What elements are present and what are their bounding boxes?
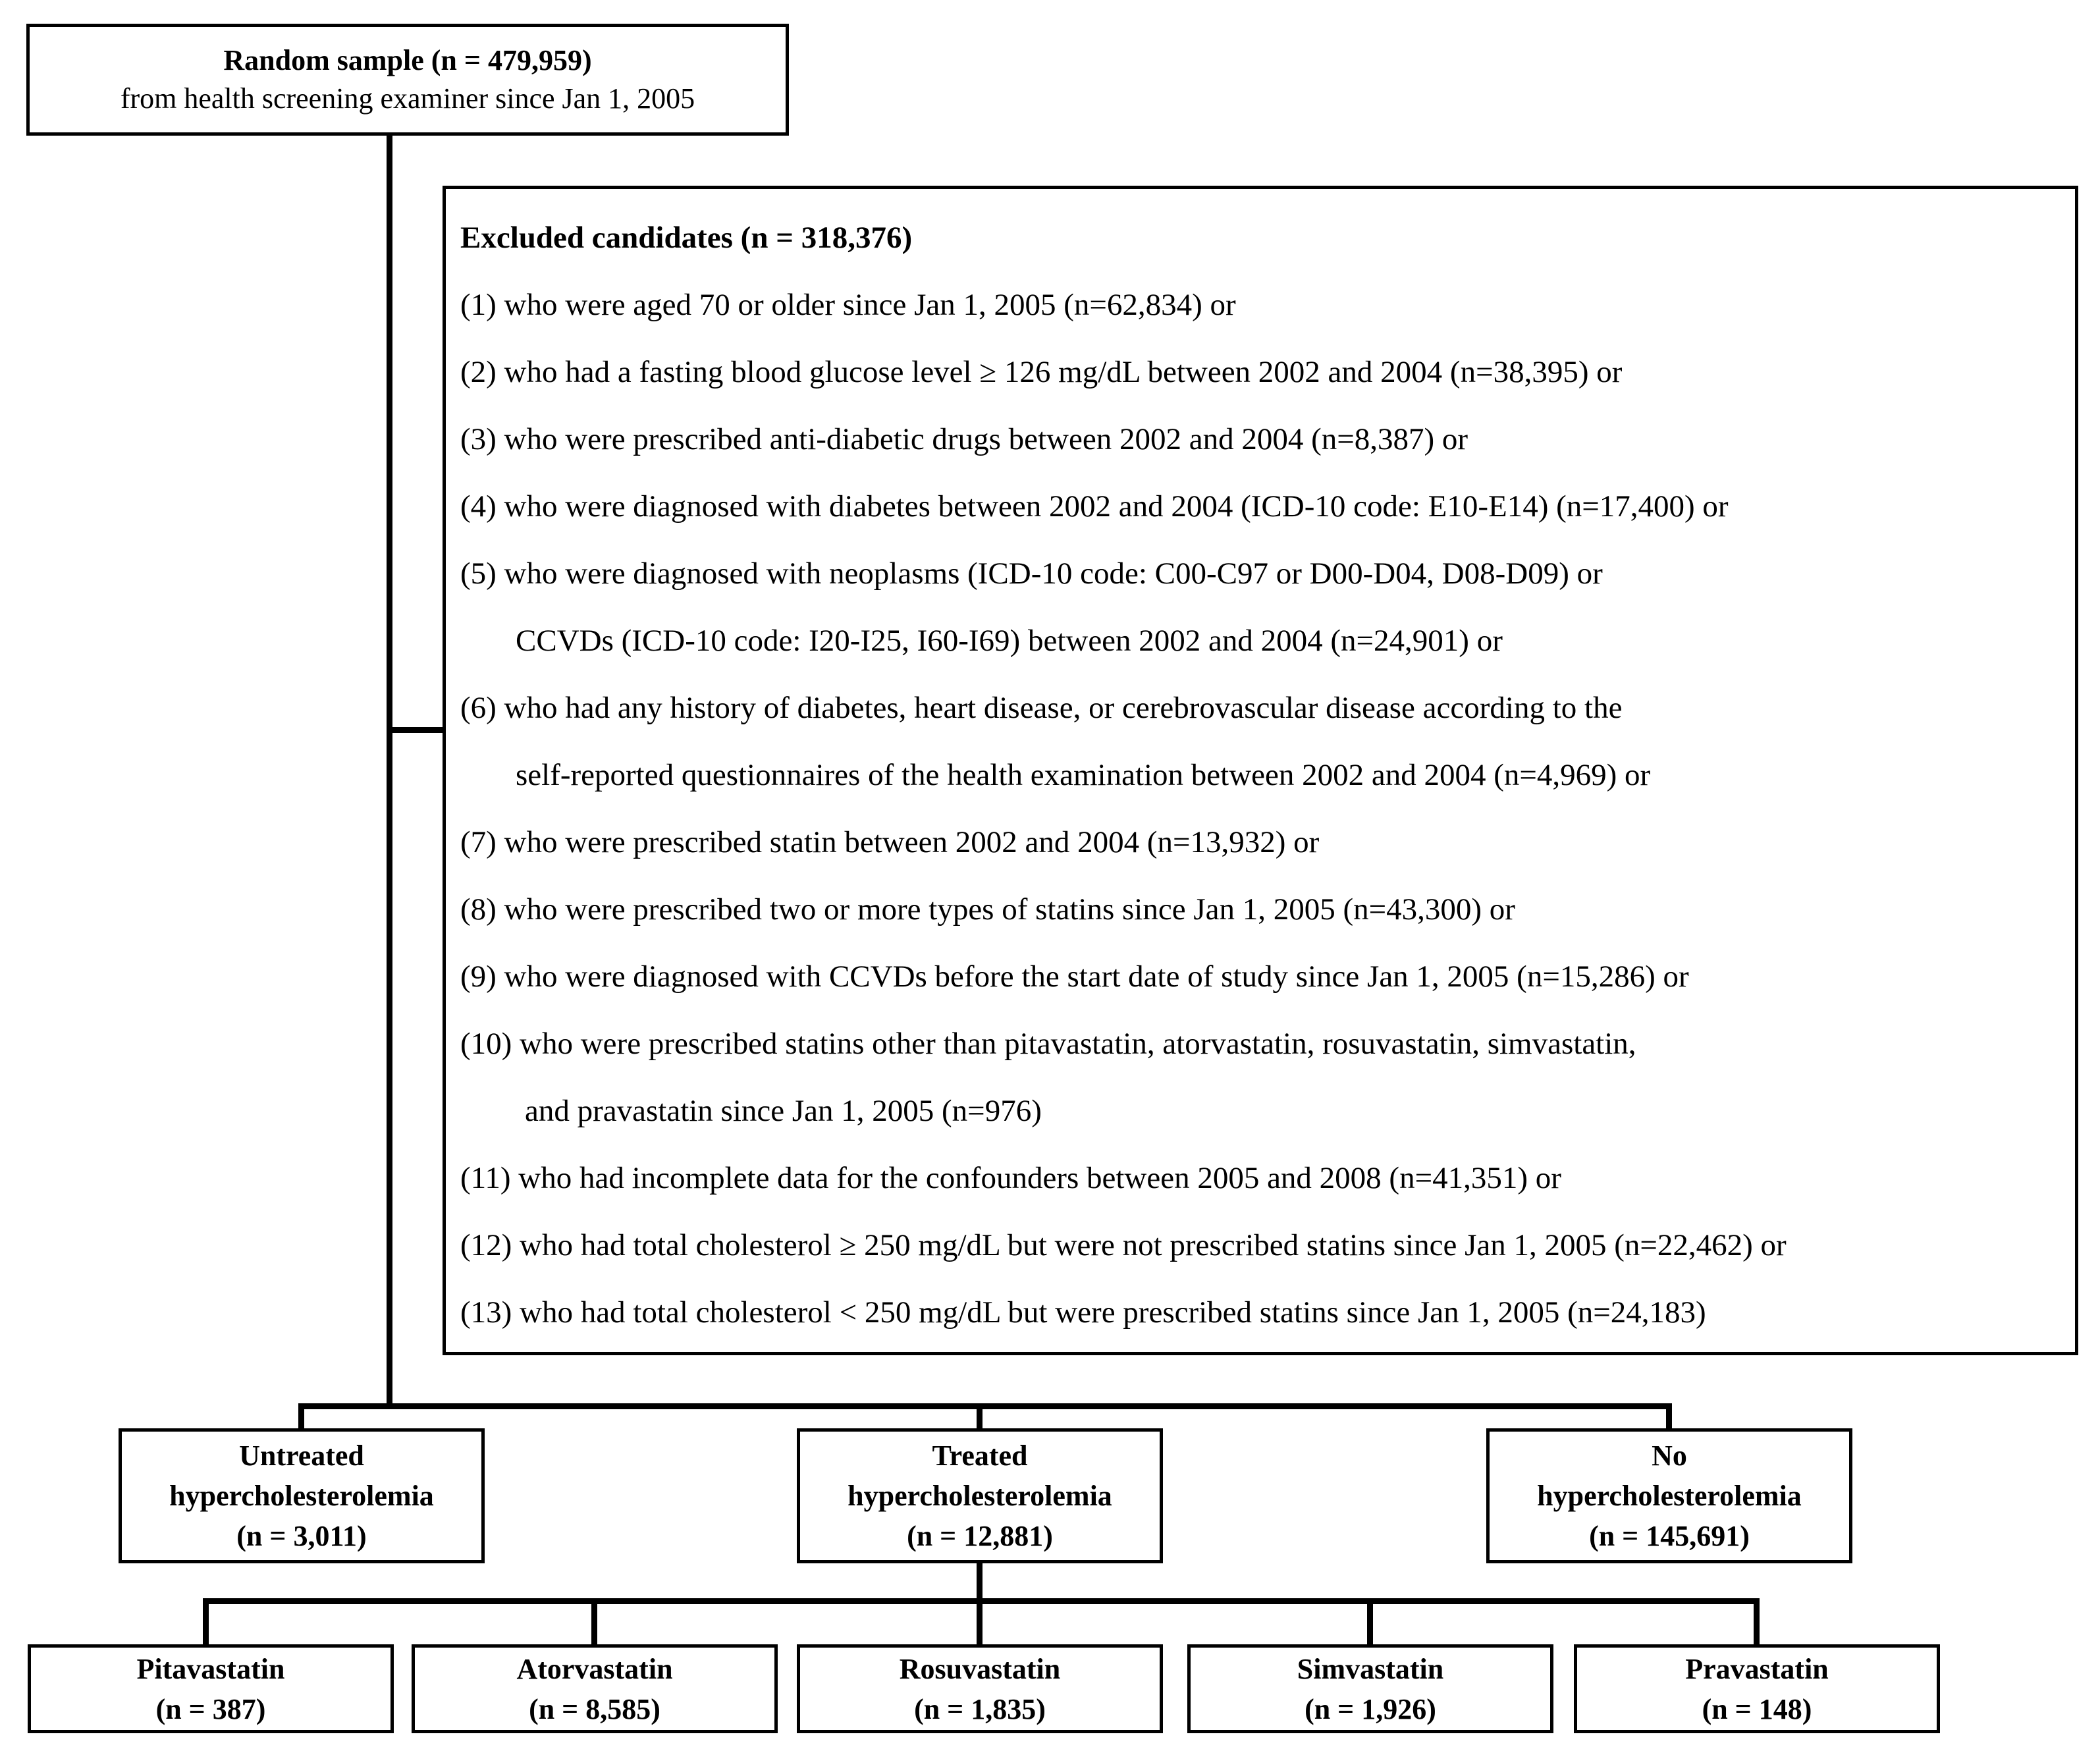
statin-name: Simvastatin <box>1297 1652 1444 1685</box>
statin-count: (n = 8,585) <box>529 1692 660 1725</box>
exclusion-criterion: (4) who were diagnosed with diabetes bet… <box>460 489 1729 524</box>
exclusion-criterion: (5) who were diagnosed with neoplasms (I… <box>460 556 1603 591</box>
random-sample-box: Random sample (n = 479,959) from health … <box>26 24 789 136</box>
statin-name: Atorvastatin <box>516 1652 673 1685</box>
statin-count: (n = 1,926) <box>1305 1692 1436 1725</box>
statin-pravastatin-box: Pravastatin (n = 148) <box>1574 1644 1940 1733</box>
exclusion-criterion: (6) who had any history of diabetes, hea… <box>460 691 1623 725</box>
group-count: (n = 145,691) <box>1589 1520 1750 1552</box>
excluded-title: Excluded candidates (n = 318,376) <box>460 221 913 255</box>
exclusion-criterion: (10) who were prescribed statins other t… <box>460 1027 1636 1061</box>
exclusion-criterion: (2) who had a fasting blood glucose leve… <box>460 355 1623 389</box>
group-treated-box: Treated hypercholesterolemia (n = 12,881… <box>797 1428 1163 1563</box>
exclusion-criterion: (9) who were diagnosed with CCVDs before… <box>460 959 1689 994</box>
exclusion-criterion: (1) who were aged 70 or older since Jan … <box>460 288 1236 322</box>
statin-name: Rosuvastatin <box>899 1652 1061 1685</box>
group-count: (n = 12,881) <box>907 1520 1053 1552</box>
exclusion-criterion-continuation: and pravastatin since Jan 1, 2005 (n=976… <box>525 1094 1042 1128</box>
exclusion-criterion: (8) who were prescribed two or more type… <box>460 892 1515 927</box>
group-none-box: No hypercholesterolemia (n = 145,691) <box>1486 1428 1852 1563</box>
group-label: No <box>1652 1440 1687 1472</box>
group-count: (n = 3,011) <box>236 1520 367 1552</box>
connector-treated-down <box>977 1563 983 1601</box>
exclusion-criterion-continuation: CCVDs (ICD-10 code: I20-I25, I60-I69) be… <box>516 624 1503 658</box>
statin-count: (n = 387) <box>155 1692 266 1725</box>
statin-name: Pravastatin <box>1685 1652 1829 1685</box>
group-label: Treated <box>932 1440 1028 1472</box>
statin-name: Pitavastatin <box>136 1652 285 1685</box>
group-label: Untreated <box>239 1440 364 1472</box>
statin-count: (n = 1,835) <box>914 1692 1046 1725</box>
exclusion-criterion: (13) who had total cholesterol < 250 mg/… <box>460 1295 1706 1330</box>
statin-simvastatin-box: Simvastatin (n = 1,926) <box>1187 1644 1553 1733</box>
connector-group-treated <box>977 1403 983 1428</box>
random-sample-subtitle: from health screening examiner since Jan… <box>120 82 695 115</box>
statin-rosuvastatin-box: Rosuvastatin (n = 1,835) <box>797 1644 1163 1733</box>
connector-group-none <box>1666 1403 1672 1428</box>
group-label: hypercholesterolemia <box>169 1480 434 1512</box>
statin-count: (n = 148) <box>1702 1692 1812 1725</box>
group-label: hypercholesterolemia <box>1537 1480 1802 1512</box>
connector-groups-horizontal <box>298 1403 1672 1409</box>
exclusion-criterion: (11) who had incomplete data for the con… <box>460 1161 1561 1195</box>
connector-statin-simvastatin <box>1367 1598 1373 1644</box>
exclusion-criterion: (7) who were prescribed statin between 2… <box>460 825 1320 859</box>
connector-statin-pravastatin <box>1754 1598 1760 1644</box>
connector-statin-rosuvastatin <box>977 1598 983 1644</box>
statin-atorvastatin-box: Atorvastatin (n = 8,585) <box>412 1644 778 1733</box>
group-label: hypercholesterolemia <box>848 1480 1112 1512</box>
group-untreated-box: Untreated hypercholesterolemia (n = 3,01… <box>119 1428 485 1563</box>
exclusion-criterion-continuation: self-reported questionnaires of the heal… <box>516 758 1651 792</box>
connector-statin-atorvastatin <box>591 1598 597 1644</box>
statin-pitavastatin-box: Pitavastatin (n = 387) <box>28 1644 394 1733</box>
connector-root-vertical <box>387 136 392 1409</box>
connector-exclusion-branch <box>387 727 443 733</box>
exclusion-criterion: (12) who had total cholesterol ≥ 250 mg/… <box>460 1228 1787 1262</box>
exclusion-criterion: (3) who were prescribed anti-diabetic dr… <box>460 422 1468 456</box>
excluded-candidates-box: Excluded candidates (n = 318,376) (1) wh… <box>443 186 2078 1355</box>
connector-statin-pitavastatin <box>203 1598 209 1644</box>
random-sample-title: Random sample (n = 479,959) <box>223 44 592 76</box>
connector-group-untreated <box>298 1403 304 1428</box>
